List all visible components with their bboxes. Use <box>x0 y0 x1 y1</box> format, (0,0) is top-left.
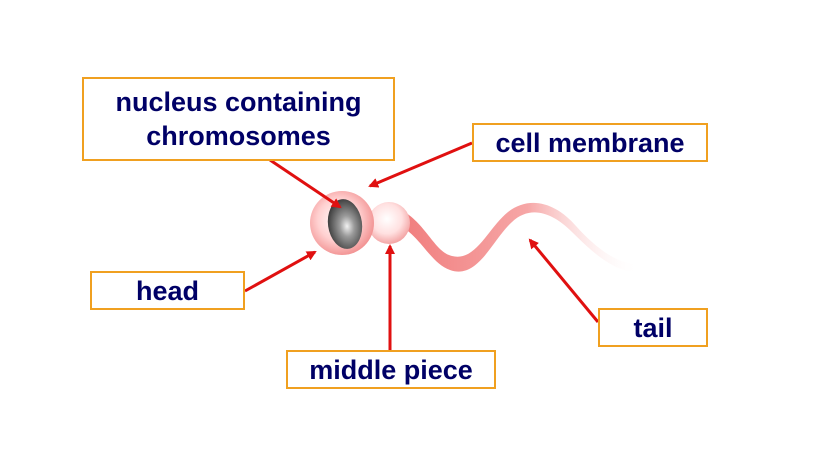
arrow-nucleus <box>269 158 342 209</box>
tail-shape <box>392 202 634 272</box>
label-cell-membrane: cell membrane <box>472 123 708 162</box>
label-middle-piece-text: middle piece <box>309 354 473 385</box>
arrow-cell-membrane <box>368 141 473 188</box>
arrow-tail <box>528 238 600 323</box>
label-nucleus-line-2: chromosomes <box>146 121 331 151</box>
label-nucleus-line-1: nucleus containing <box>115 87 362 117</box>
nucleus-shape <box>327 199 363 249</box>
label-tail-text: tail <box>633 312 673 343</box>
label-cell-membrane-text: cell membrane <box>495 127 685 158</box>
arrow-head <box>244 250 317 293</box>
label-tail: tail <box>598 308 708 347</box>
middle-piece-shape <box>368 202 410 244</box>
label-nucleus-containing-chromosomes: nucleus containing chromosomes <box>82 77 395 161</box>
label-middle-piece: middle piece <box>286 350 496 389</box>
label-head-text: head <box>135 275 200 306</box>
label-head: head <box>90 271 245 310</box>
